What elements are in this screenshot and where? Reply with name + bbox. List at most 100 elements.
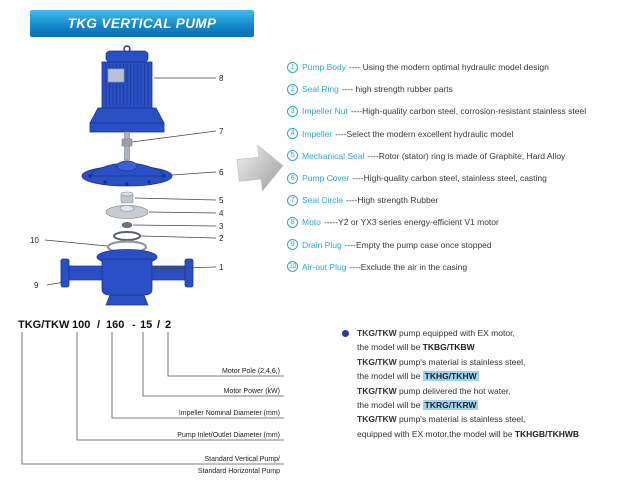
- part-item-air-out-plug: 10 Air-out Plug ----Exclude the air in t…: [287, 256, 613, 278]
- part-name: Air-out Plug: [302, 261, 347, 272]
- part-description: ----Exclude the air in the casing: [349, 261, 468, 272]
- note-bullet-icon: [342, 330, 349, 337]
- note-text: the model will be: [357, 371, 423, 382]
- mechanical-seal: [120, 191, 134, 204]
- note-text: equipped with EX motor,the model will be: [357, 428, 515, 439]
- model-code-inlet: 100: [72, 319, 90, 331]
- page-title-banner: TKG VERTICAL PUMP: [30, 10, 254, 37]
- callout-2: 2: [219, 234, 224, 243]
- note-text: pump equipped with EX motor,: [396, 328, 515, 338]
- part-description: ----Empty the pump case once stopped: [344, 239, 492, 250]
- model-code-diagram: TKG/TKW 100 / 160 - 15 / 2 Motor Pole (2…: [18, 319, 284, 475]
- part-number-badge: 5: [287, 150, 298, 162]
- part-description: ----High-quality carbon steel, corrosion…: [350, 106, 587, 117]
- note-text: the model will be: [357, 400, 423, 411]
- model-code-power: 15: [140, 319, 152, 331]
- model-notes: TKG/TKW pump equipped with EX motor, the…: [340, 326, 610, 441]
- transition-arrow-icon: [236, 144, 284, 192]
- label-standard-vertical: Standard Vertical Pump/: [205, 456, 281, 463]
- motor: [89, 45, 165, 133]
- part-item-pump-cover: 6 Pump Cover ----High-quality carbon ste…: [287, 167, 613, 189]
- part-item-drain-plug: 9 Drain Plug ----Empty the pump case onc…: [287, 234, 613, 256]
- note-stainless-ex: TKG/TKW pump's material is stainless ste…: [357, 412, 610, 441]
- part-item-seal-circle: 7 Seal Circle ----High strength Rubber: [287, 189, 613, 211]
- callout-8: 8: [219, 74, 224, 83]
- pump-body: [60, 249, 194, 306]
- part-number-badge: 10: [287, 261, 298, 273]
- part-number-badge: 2: [287, 83, 298, 95]
- callout-6: 6: [219, 168, 224, 177]
- part-name: Drain Plug: [302, 239, 342, 250]
- model-variant-code: TKHGB/TKHWB: [514, 428, 580, 439]
- pump-cover: [81, 160, 173, 187]
- part-name: Impeller Nut: [302, 106, 348, 117]
- callout-leader-lines: [44, 77, 217, 286]
- model-notes-text: TKG/TKW pump equipped with EX motor, the…: [357, 326, 610, 441]
- part-description: ---- high strength rubber parts: [341, 84, 453, 95]
- part-description: -----Y2 or YX3 series energy-efficient V…: [323, 217, 499, 228]
- callout-4: 4: [219, 209, 224, 218]
- part-item-impeller: 4 Impeller ----Select the modern excelle…: [287, 123, 613, 145]
- part-name: Pump Body: [302, 62, 346, 73]
- impeller-nut: [121, 222, 133, 228]
- model-code-impeller: 160: [106, 319, 124, 331]
- pump-shaft: [121, 131, 133, 161]
- page-title: TKG VERTICAL PUMP: [67, 16, 217, 31]
- part-number-badge: 4: [287, 128, 298, 140]
- part-number-badge: 8: [287, 216, 298, 228]
- model-code-sep3: /: [157, 319, 160, 331]
- part-description: ----Rotor (stator) ring is made of Graph…: [367, 150, 566, 161]
- part-item-motor: 8 Moto -----Y2 or YX3 series energy-effi…: [287, 211, 613, 233]
- note-lead: TKG/TKW: [357, 328, 397, 338]
- part-name: Seal Ring: [302, 84, 339, 95]
- part-name: Moto: [302, 217, 321, 228]
- note-lead: TKG/TKW: [357, 385, 397, 396]
- pump-exploded-diagram: 8 7 6 5 4 3 2 10 1 9: [30, 45, 224, 306]
- callout-1: 1: [219, 263, 224, 272]
- part-description: ---- Using the modern optimal hydraulic …: [348, 62, 549, 73]
- label-inlet-outlet-diameter: Pump Inlet/Outlet Diameter (mm): [177, 432, 280, 439]
- label-impeller-diameter: Impeller Nominal Diameter (mm): [179, 410, 280, 417]
- model-code-sep1: /: [97, 319, 100, 331]
- part-item-impeller-nut: 3 Impeller Nut ----High-quality carbon s…: [287, 100, 613, 122]
- note-lead: TKG/TKW: [357, 414, 397, 425]
- part-item-seal-ring: 2 Seal Ring ---- high strength rubber pa…: [287, 78, 613, 100]
- callout-9: 9: [34, 281, 39, 290]
- part-name: Mechanical Seal: [302, 150, 365, 161]
- part-item-mechanical-seal: 5 Mechanical Seal ----Rotor (stator) rin…: [287, 145, 613, 167]
- part-number-badge: 7: [287, 194, 298, 206]
- part-description: ----Select the modern excellent hydrauli…: [335, 128, 514, 139]
- note-text: pump delivered the hot water,: [396, 385, 511, 396]
- model-variant-code: TKRG/TKRW: [422, 400, 479, 411]
- part-description: ----High-quality carbon steel, stainless…: [352, 173, 547, 184]
- note-lead: TKG/TKW: [357, 356, 397, 367]
- part-number-badge: 1: [287, 61, 298, 73]
- callout-7: 7: [219, 127, 224, 136]
- callout-5: 5: [219, 196, 224, 205]
- part-name: Impeller: [302, 128, 333, 139]
- seal-ring: [113, 231, 141, 241]
- part-name: Pump Cover: [302, 173, 350, 184]
- label-standard-horizontal: Standard Horizontal Pump: [198, 468, 280, 475]
- note-text: pump's material is stainless steel,: [396, 356, 526, 367]
- note-text: the model will be: [357, 342, 423, 353]
- callout-10: 10: [30, 236, 39, 245]
- parts-list: 1 Pump Body ---- Using the modern optima…: [287, 56, 613, 278]
- label-motor-pole: Motor Pole (2,4,6,): [222, 368, 280, 375]
- part-item-pump-body: 1 Pump Body ---- Using the modern optima…: [287, 56, 613, 78]
- model-code-prefix: TKG/TKW: [18, 319, 70, 331]
- part-description: ----High strength Rubber: [346, 195, 439, 206]
- model-code-sep2: -: [132, 319, 136, 331]
- model-code-pole: 2: [165, 319, 171, 331]
- impeller: [105, 205, 149, 219]
- callout-3: 3: [219, 222, 224, 231]
- note-stainless: TKG/TKW pump's material is stainless ste…: [357, 355, 610, 384]
- note-text: pump's material is stainless steel,: [396, 414, 526, 425]
- nomenclature-lines: [21, 332, 284, 465]
- model-variant-code: TKHG/TKHW: [422, 371, 479, 382]
- note-ex-motor: TKG/TKW pump equipped with EX motor, the…: [357, 326, 610, 355]
- label-motor-power: Motor Power (kW): [224, 388, 280, 395]
- part-number-badge: 3: [287, 105, 298, 117]
- part-number-badge: 6: [287, 172, 298, 184]
